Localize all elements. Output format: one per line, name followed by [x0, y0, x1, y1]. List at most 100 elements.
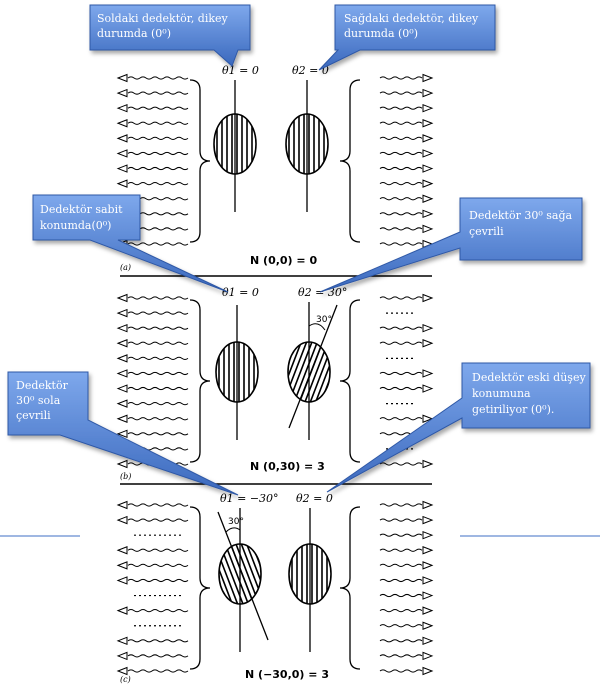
arrowhead-left — [116, 561, 128, 570]
wave-line — [127, 432, 189, 436]
wave-line — [127, 669, 189, 673]
wave-line — [379, 197, 423, 201]
wave-line — [379, 417, 423, 421]
left-detector — [215, 341, 259, 403]
wave-line — [379, 76, 423, 80]
right-detector — [285, 113, 329, 175]
wave-line — [379, 136, 423, 140]
right-detector — [288, 543, 332, 605]
brace — [189, 299, 211, 463]
wave-line — [127, 106, 189, 110]
arrowhead-left — [116, 369, 128, 378]
callout-right-mid-text: Dedektör 30⁰ sağa çevrili — [469, 209, 576, 238]
arrowhead-right — [422, 515, 434, 525]
callout-right-top-text: Sağdaki dedektör, dikey durumda (0⁰) — [344, 12, 482, 40]
arrowhead-left — [116, 103, 128, 113]
wave-line — [127, 242, 189, 246]
arrowhead-right — [422, 621, 434, 630]
arrowhead-left — [116, 179, 128, 188]
callout-left-mid-text: Dedektör sabit konumda(0⁰) — [40, 203, 126, 232]
theta1-label: θ1 = −30° — [220, 492, 279, 505]
arrowhead-left — [116, 354, 128, 363]
arrowhead-right — [422, 119, 434, 128]
arrowhead-right — [422, 561, 434, 570]
wave-line — [379, 639, 423, 643]
left-detector-hatching — [218, 342, 255, 402]
wave-line — [379, 609, 423, 613]
photon-waves — [116, 73, 434, 676]
arrowhead-right — [422, 666, 434, 676]
arrowhead-left — [116, 459, 128, 469]
wave-line — [379, 548, 423, 552]
brace — [189, 506, 211, 670]
arrowhead-left — [116, 384, 128, 393]
arrowhead-left — [116, 339, 128, 348]
callout-right-bottom-text: Dedektör eski düşey konumuna getiriliyor… — [472, 371, 589, 416]
arrowhead-left — [116, 429, 128, 439]
count-label: N (0,30) = 3 — [250, 460, 325, 473]
wave-line — [127, 296, 189, 300]
count-label: N (−30,0) = 3 — [245, 668, 329, 681]
left-detector — [213, 113, 257, 175]
hatch-line — [234, 544, 261, 604]
arrowhead-right — [422, 88, 434, 98]
left-detector-hatching — [216, 114, 253, 174]
angle-label: 30° — [316, 315, 332, 325]
brace — [189, 79, 211, 243]
arrowhead-right — [422, 369, 434, 378]
arrowhead-left — [116, 399, 128, 408]
arrowhead-left — [116, 149, 128, 158]
wave-line — [127, 311, 189, 315]
wave-line — [127, 136, 189, 140]
wave-line — [379, 91, 423, 95]
arrowhead-right — [422, 576, 434, 585]
wave-line — [127, 182, 189, 186]
wave-line — [379, 371, 423, 376]
arrowhead-right — [422, 293, 434, 303]
arrowhead-right — [422, 164, 434, 173]
arrowhead-left — [116, 636, 128, 646]
arrowhead-left — [116, 651, 128, 661]
arrowhead-left — [116, 323, 128, 333]
wave-line — [127, 76, 189, 80]
arrowhead-right — [422, 636, 434, 646]
arrowhead-left — [116, 666, 128, 676]
wave-line — [379, 121, 423, 125]
wave-line — [127, 151, 189, 156]
hatch-line — [238, 544, 261, 604]
wave-line — [127, 386, 189, 391]
arrowhead-left — [116, 606, 128, 615]
angle-arc — [225, 527, 241, 533]
arrowhead-right — [422, 179, 434, 188]
hatch-line — [303, 342, 330, 402]
callout-right-top — [318, 4, 496, 71]
wave-line — [127, 326, 189, 330]
wave-line — [127, 356, 189, 360]
wave-line — [127, 166, 189, 171]
wave-line — [379, 593, 423, 598]
arrowhead-right — [422, 194, 434, 203]
wave-line — [379, 242, 423, 246]
theta2-label: θ2 = 0 — [292, 64, 329, 77]
wave-line — [127, 121, 189, 125]
wave-line — [379, 296, 423, 300]
wave-line — [127, 563, 189, 567]
wave-line — [379, 578, 423, 583]
right-detector-hatching — [291, 544, 328, 604]
hatch-line — [219, 544, 245, 604]
hatch-line — [288, 342, 310, 402]
arrowhead-left — [116, 546, 128, 555]
wave-line — [379, 462, 423, 466]
wave-line — [379, 518, 423, 522]
angle-arc — [308, 323, 326, 331]
wave-line — [379, 503, 423, 507]
wave-line — [379, 624, 423, 628]
wave-line — [379, 106, 423, 110]
arrowhead-right — [422, 224, 434, 234]
theta2-label: θ2 = 30° — [298, 286, 347, 299]
callout-right-mid — [319, 197, 583, 293]
wave-line — [127, 578, 189, 583]
arrowhead-right — [422, 546, 434, 555]
arrowhead-right — [422, 530, 434, 540]
